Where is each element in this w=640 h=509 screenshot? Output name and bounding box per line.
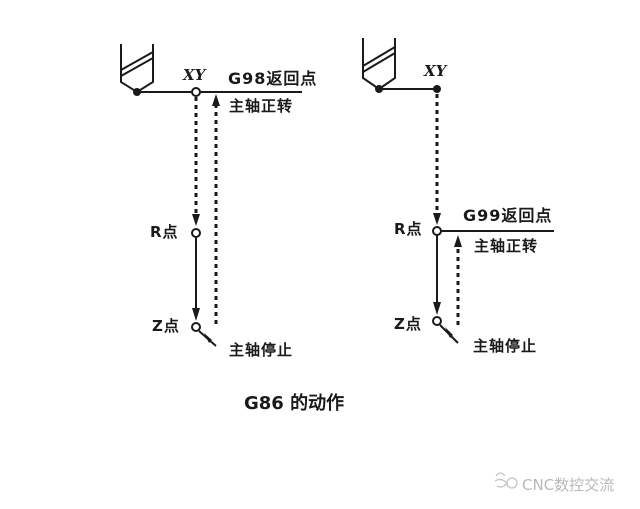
leader-arrow-icon [445, 327, 453, 338]
g99-return-point-label: G99返回点 [463, 206, 553, 225]
g99-diagram [362, 38, 554, 344]
arrow-down-icon [433, 213, 441, 225]
r-point-left [191, 228, 201, 238]
arrow-down-icon [192, 308, 200, 321]
spindle-stop-label-left: 主轴停止 [229, 341, 294, 359]
xy-label-right: XY [424, 62, 447, 80]
wechat-logo-icon [494, 472, 518, 489]
xy-point-right [433, 85, 441, 93]
watermark-text: CNC数控交流 [522, 476, 615, 494]
r-point-right [432, 226, 442, 236]
xy-point-left [191, 87, 201, 97]
spindle-forward-label-left: 主轴正转 [229, 97, 294, 115]
xy-label-left: XY [183, 66, 206, 84]
z-point-right [432, 316, 442, 326]
g98-diagram [120, 44, 302, 347]
r-point-label-left: R点 [150, 223, 179, 241]
leader-arrow-icon [204, 333, 212, 343]
z-point-label-left: Z点 [152, 317, 180, 335]
z-point-label-right: Z点 [394, 315, 422, 333]
r-point-label-right: R点 [394, 220, 423, 238]
g98-return-point-label: G98返回点 [228, 69, 318, 88]
tool-icon-right [362, 38, 396, 91]
diagram-caption: G86 的动作 [244, 393, 345, 414]
arrow-down-icon [192, 214, 200, 226]
arrow-up-icon [454, 235, 462, 247]
tool-icon-left [120, 44, 154, 94]
arrow-down-icon [433, 302, 441, 315]
arrow-up-icon [212, 94, 220, 106]
z-point-left [191, 322, 201, 332]
spindle-stop-label-right: 主轴停止 [473, 337, 538, 355]
spindle-forward-label-right: 主轴正转 [474, 237, 539, 255]
